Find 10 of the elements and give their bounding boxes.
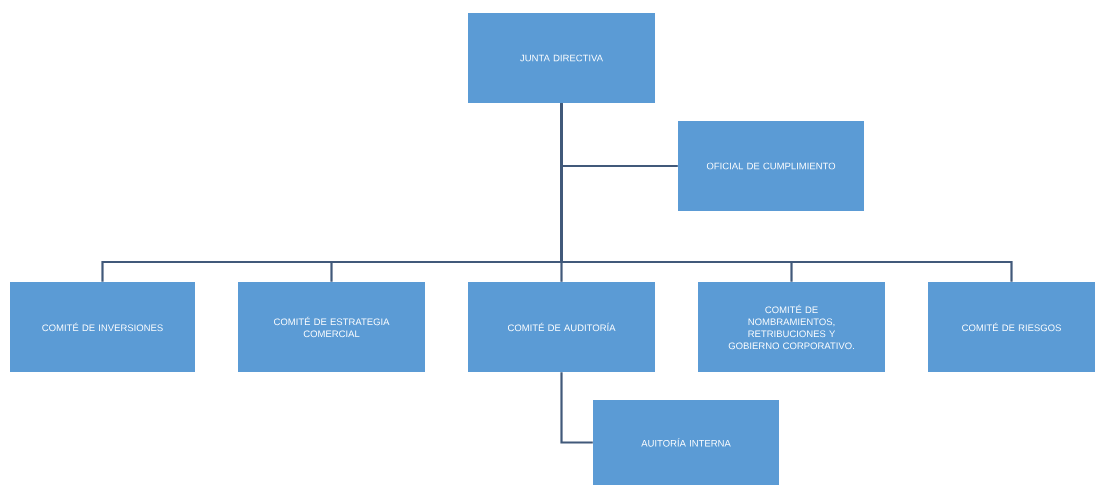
- org-box: AUITORÍA INTERNA: [593, 400, 779, 485]
- org-box: OFICIAL DE CUMPLIMIENTO: [678, 121, 864, 211]
- org-box: JUNTA DIRECTIVA: [468, 13, 655, 103]
- org-box: COMITÉ DE INVERSIONES: [10, 282, 195, 372]
- connector-line: [560, 103, 1013, 282]
- org-box: COMITÉ DE NOMBRAMIENTOS, RETRIBUCIONES Y GOBIERNO CORPORATIVO.: [698, 282, 885, 372]
- org-box: COMITÉ DE RIESGOS: [928, 282, 1095, 372]
- org-box: COMITÉ DE AUDITORÍA: [468, 282, 655, 372]
- connector-line: [560, 372, 593, 444]
- org-box: COMITÉ DE ESTRATEGIA COMERCIAL: [238, 282, 425, 372]
